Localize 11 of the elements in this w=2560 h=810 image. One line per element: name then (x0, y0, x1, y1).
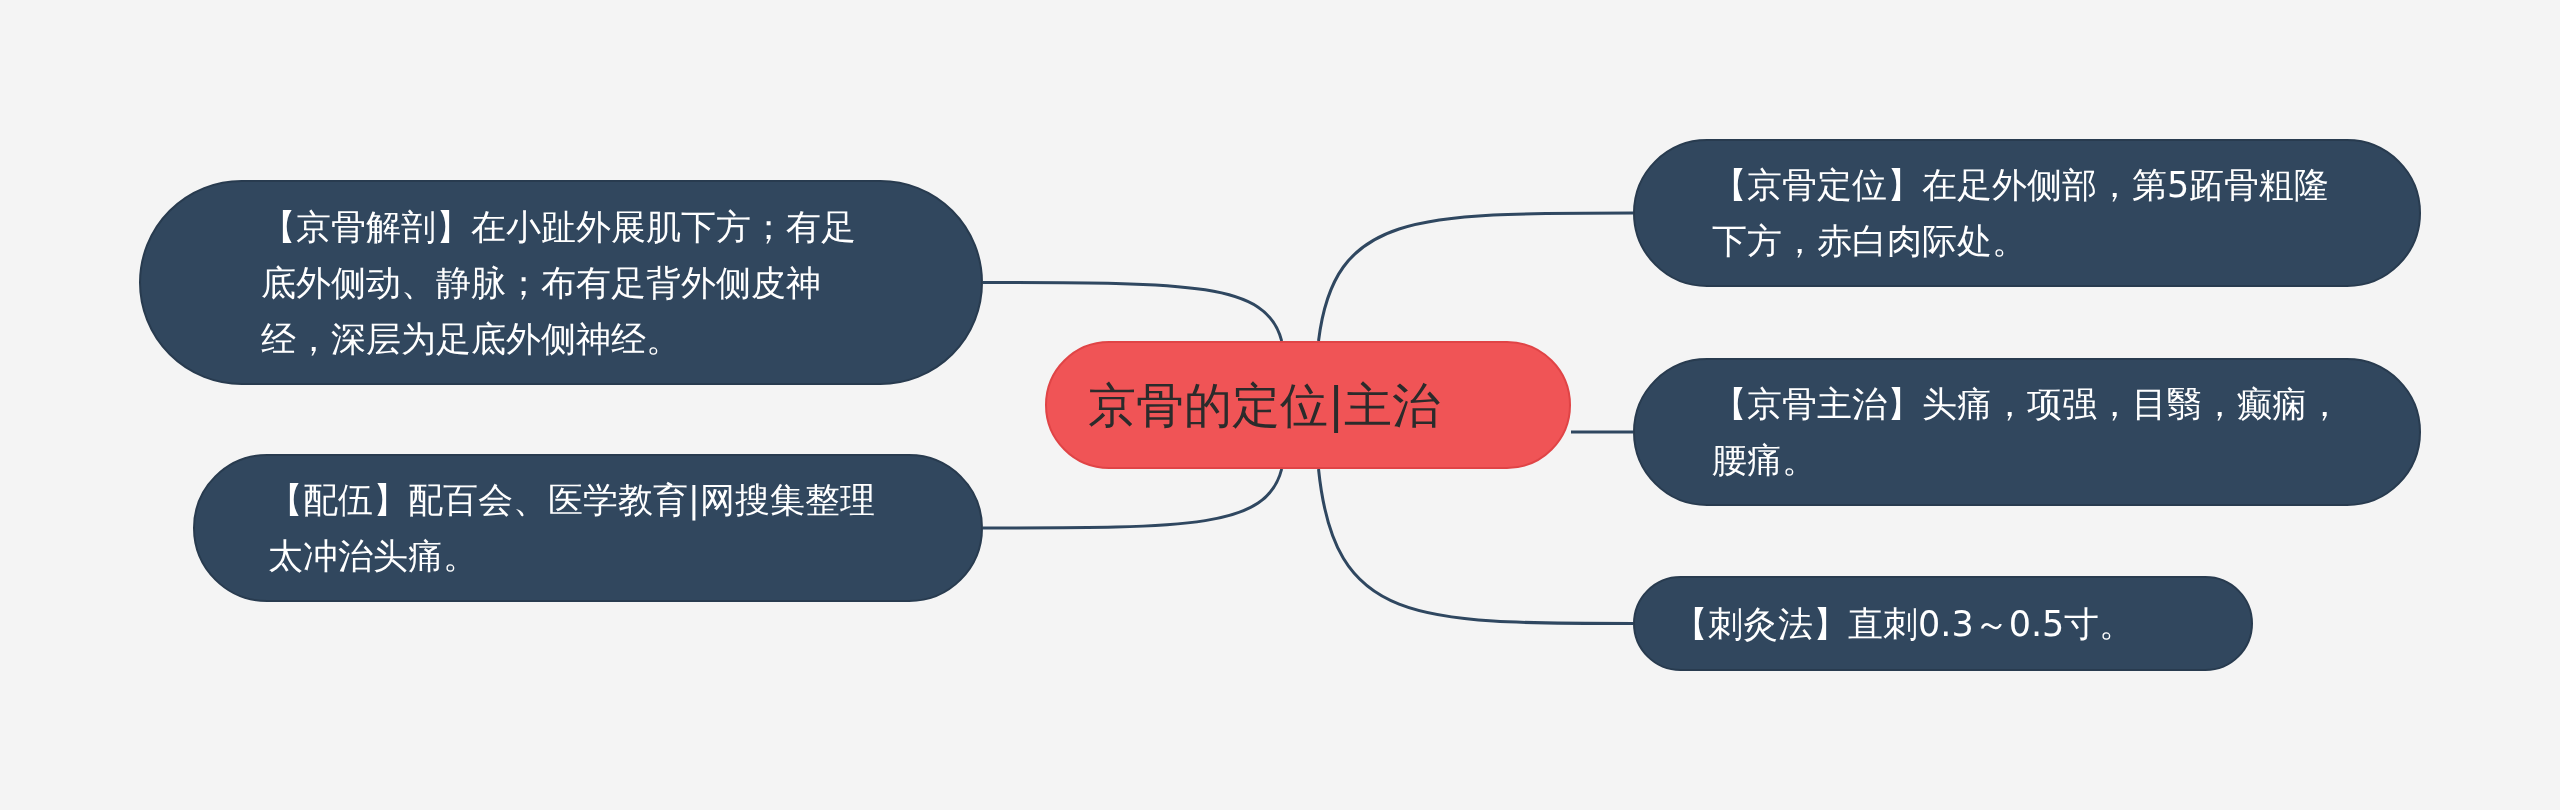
connector-curve (1571, 430, 1633, 434)
topic-text: 【京骨主治】头痛，项强，目翳，癫痫，腰痛。 (1712, 383, 2342, 482)
connector-curve (1317, 211, 1633, 342)
topic-text: 【配伍】配百会、医学教育|网搜集整理太冲治头痛。 (268, 479, 876, 578)
topic-text: 【刺灸法】直刺0.3～0.5寸。 (1673, 602, 2136, 646)
topic-text: 【京骨解剖】在小趾外展肌下方；有足底外侧动、静脉；布有足背外侧皮神经，深层为足底外侧神经。 (261, 205, 857, 361)
topic-text: 【京骨定位】在足外侧部，第5跖骨粗隆下方，赤白肉际处。 (1712, 164, 2331, 263)
connector-curve (983, 468, 1284, 530)
connector-curve (1317, 468, 1633, 625)
connector-curve (983, 281, 1284, 342)
topic-title: 京骨的定位|主治 (1088, 376, 1442, 435)
